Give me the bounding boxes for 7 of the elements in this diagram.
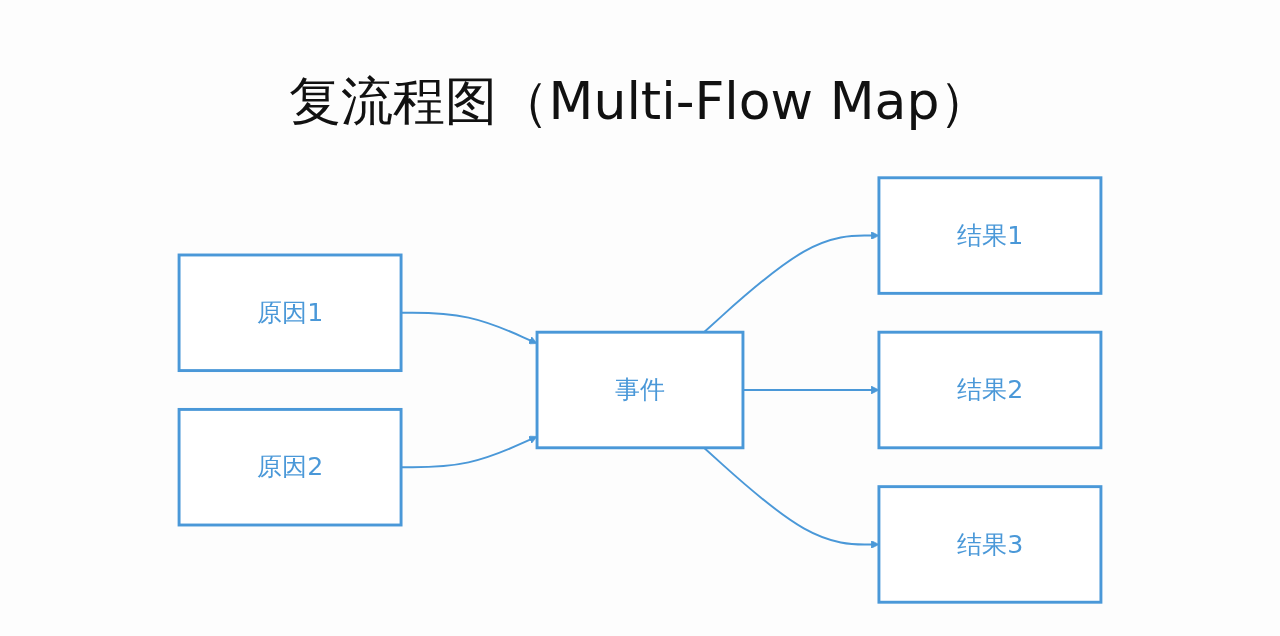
- diagram-title: 复流程图（Multi-Flow Map）: [287, 70, 993, 133]
- node-box: 原因1: [177, 253, 403, 373]
- node-box: 结果3: [877, 485, 1103, 604]
- node-box: 事件: [535, 330, 745, 450]
- node-box: 原因2: [177, 407, 403, 527]
- node-box: 结果1: [877, 176, 1103, 295]
- node-box: 结果2: [877, 330, 1103, 450]
